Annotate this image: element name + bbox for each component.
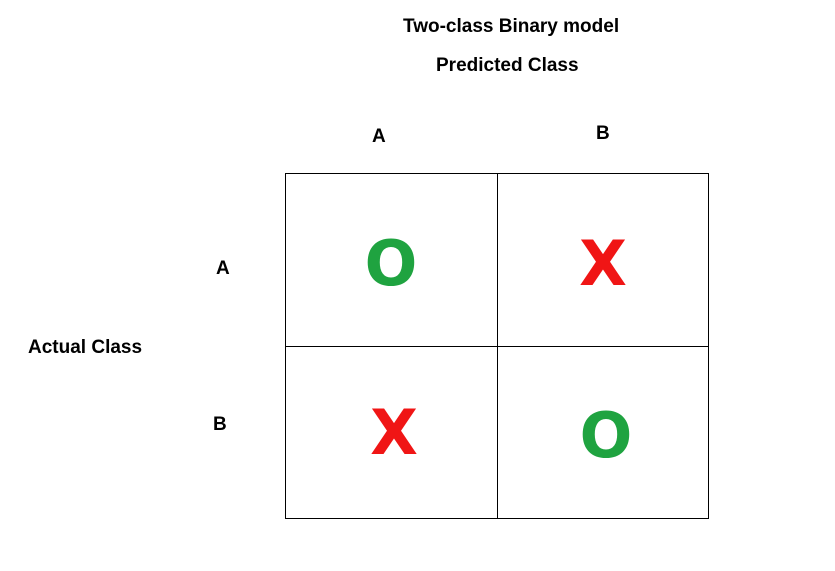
cell-actual-b-predicted-b: O xyxy=(579,399,633,472)
diagram-title: Two-class Binary model xyxy=(403,16,620,37)
predicted-class-heading: Predicted Class xyxy=(436,55,579,76)
predicted-label-a: A xyxy=(372,126,386,147)
actual-label-b: B xyxy=(213,414,227,435)
grid-horizontal-divider xyxy=(286,346,708,347)
actual-class-heading: Actual Class xyxy=(28,337,143,358)
cell-actual-a-predicted-b: X xyxy=(579,227,627,300)
confusion-matrix-grid xyxy=(285,173,709,519)
predicted-label-b: B xyxy=(596,123,610,144)
actual-label-a: A xyxy=(216,258,230,279)
cell-actual-b-predicted-a: X xyxy=(370,396,418,469)
cell-actual-a-predicted-a: O xyxy=(364,227,418,300)
